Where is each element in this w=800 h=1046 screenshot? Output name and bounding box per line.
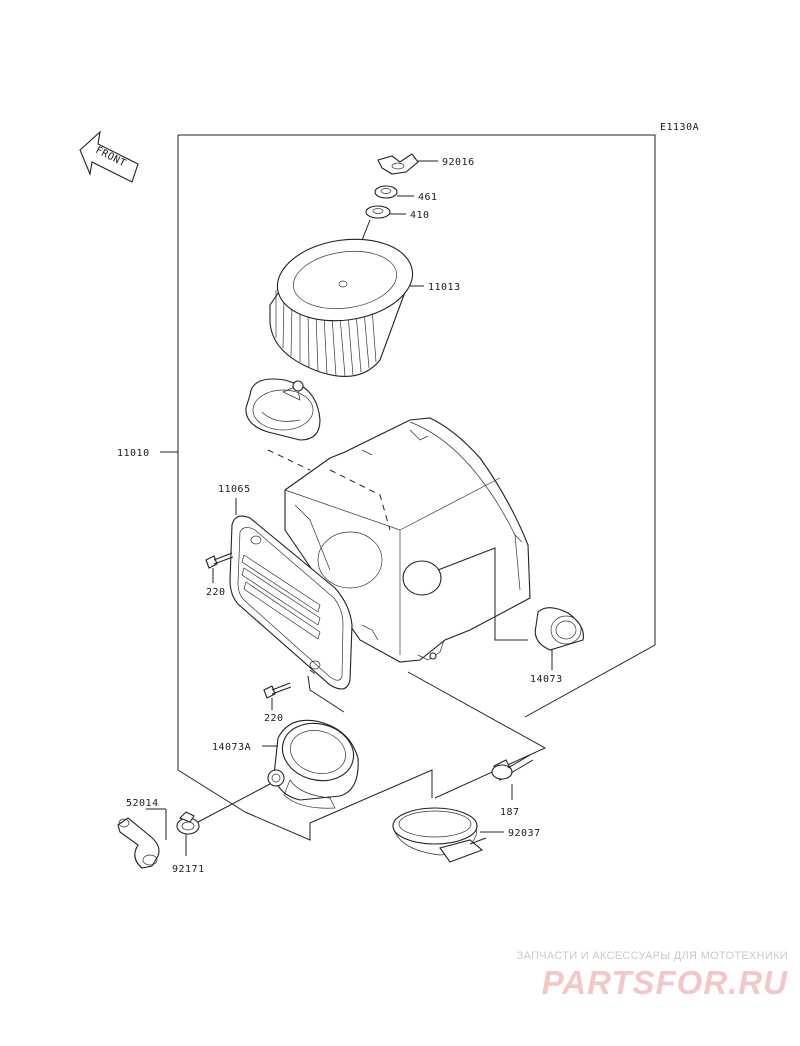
part-label-92037: 92037 [508,828,541,839]
part-label-52014: 52014 [126,798,159,809]
washer-461 [374,185,414,199]
filter-holder [245,378,321,441]
screw-220-upper [205,552,234,583]
front-arrow-icon: FRONT [79,130,139,183]
screw-220-lower [263,682,292,710]
washer-410 [365,205,406,219]
watermark-logo: PARTSFOR.RU [541,964,788,1001]
assembly-frame [160,134,656,813]
duct-plug-14073 [534,607,584,670]
part-label-220-lower: 220 [264,713,284,724]
watermark-tagline: ЗАПЧАСТИ И АКСЕССУАРЫ ДЛЯ МОТОТЕХНИКИ [516,950,788,962]
air-cleaner-cover-11065 [229,498,353,690]
diagram-code: E1130A [660,122,699,133]
part-label-220-upper: 220 [206,587,226,598]
part-label-11013: 11013 [428,282,461,293]
part-label-461: 461 [418,192,438,203]
part-label-92171: 92171 [172,864,205,875]
part-label-92016: 92016 [442,157,475,168]
part-label-187: 187 [500,807,520,818]
part-label-11065: 11065 [218,484,251,495]
part-label-14073: 14073 [530,674,563,685]
clamp-92171 [176,811,200,856]
part-label-11010: 11010 [117,448,150,459]
wing-nut-92016 [377,153,438,175]
intake-duct-14073A [262,719,359,809]
air-filter-element-11013 [269,238,424,377]
part-label-14073A: 14073A [212,742,251,753]
elbow-fitting-52014 [117,808,167,869]
air-cleaner-housing [284,417,531,663]
bolt-187 [491,754,534,800]
part-label-410: 410 [410,210,430,221]
band-clamp-92037 [392,807,504,863]
